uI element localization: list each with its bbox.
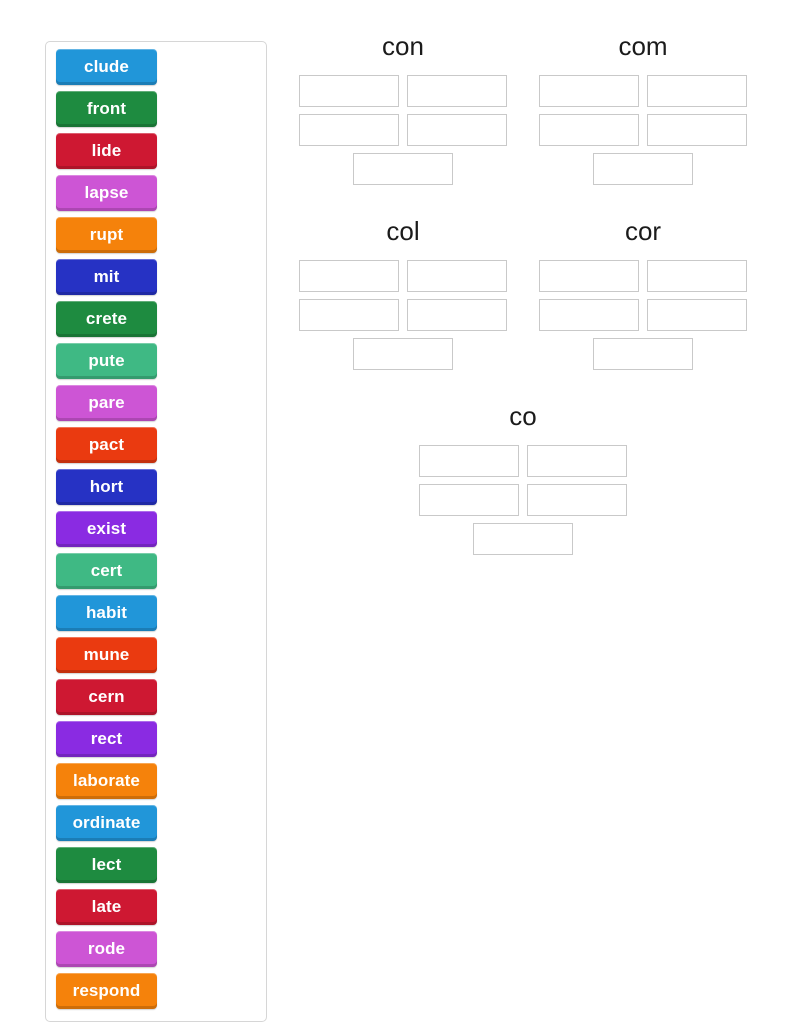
group-title-com: com bbox=[618, 31, 668, 61]
drop-slot-cor-3[interactable] bbox=[539, 299, 639, 331]
word-tile[interactable]: pare bbox=[56, 385, 157, 421]
word-tile[interactable]: clude bbox=[56, 49, 157, 85]
drop-slot-co-5[interactable] bbox=[473, 523, 573, 555]
drop-group-col: col bbox=[291, 218, 515, 370]
drop-slot-con-4[interactable] bbox=[407, 114, 507, 146]
word-tile[interactable]: late bbox=[56, 889, 157, 925]
slot-row bbox=[349, 338, 457, 370]
slot-row bbox=[295, 260, 511, 292]
drop-slot-col-5[interactable] bbox=[353, 338, 453, 370]
drop-slot-cor-2[interactable] bbox=[647, 260, 747, 292]
drop-group-co: co bbox=[411, 403, 635, 555]
drop-slot-co-1[interactable] bbox=[419, 445, 519, 477]
word-tile-tray: clude front lide lapse rupt mit crete pute pare p… bbox=[45, 41, 267, 1022]
drop-slot-com-2[interactable] bbox=[647, 75, 747, 107]
slot-row bbox=[535, 75, 751, 107]
slot-rows-col bbox=[291, 260, 515, 370]
slot-rows-com bbox=[531, 75, 755, 185]
word-tile[interactable]: rect bbox=[56, 721, 157, 757]
drop-slot-co-2[interactable] bbox=[527, 445, 627, 477]
slot-row bbox=[589, 338, 697, 370]
word-tile[interactable]: rode bbox=[56, 931, 157, 967]
group-title-col: col bbox=[386, 216, 420, 246]
group-title-cor: cor bbox=[624, 216, 662, 246]
drop-slot-con-3[interactable] bbox=[299, 114, 399, 146]
drop-slot-con-2[interactable] bbox=[407, 75, 507, 107]
word-tile[interactable]: laborate bbox=[56, 763, 157, 799]
slot-row bbox=[415, 484, 631, 516]
word-tile[interactable]: exist bbox=[56, 511, 157, 547]
slot-row bbox=[535, 114, 751, 146]
word-tile[interactable]: cern bbox=[56, 679, 157, 715]
drop-group-con: con bbox=[291, 33, 515, 185]
slot-row bbox=[349, 153, 457, 185]
slot-row bbox=[589, 153, 697, 185]
drop-slot-cor-1[interactable] bbox=[539, 260, 639, 292]
drop-slot-com-5[interactable] bbox=[593, 153, 693, 185]
drop-slot-con-5[interactable] bbox=[353, 153, 453, 185]
group-title-con: con bbox=[382, 31, 424, 61]
drop-group-com: com bbox=[531, 33, 755, 185]
slot-row bbox=[295, 75, 511, 107]
word-tile[interactable]: crete bbox=[56, 301, 157, 337]
drop-slot-col-1[interactable] bbox=[299, 260, 399, 292]
drop-slot-cor-4[interactable] bbox=[647, 299, 747, 331]
word-tile[interactable]: habit bbox=[56, 595, 157, 631]
word-tile[interactable]: ordinate bbox=[56, 805, 157, 841]
drop-slot-com-3[interactable] bbox=[539, 114, 639, 146]
word-tile[interactable]: respond bbox=[56, 973, 157, 1009]
slot-row bbox=[415, 445, 631, 477]
word-tile[interactable]: hort bbox=[56, 469, 157, 505]
drop-group-cor: cor bbox=[531, 218, 755, 370]
word-tile[interactable]: pact bbox=[56, 427, 157, 463]
drop-slot-co-3[interactable] bbox=[419, 484, 519, 516]
word-tile[interactable]: pute bbox=[56, 343, 157, 379]
slot-row bbox=[295, 114, 511, 146]
group-title-co: co bbox=[509, 401, 537, 431]
activity-stage: clude front lide lapse rupt mit crete pute pare p… bbox=[45, 33, 755, 1022]
tile-grid: clude front lide lapse rupt mit crete pute pare p… bbox=[53, 49, 259, 1015]
slot-rows-cor bbox=[531, 260, 755, 370]
word-tile[interactable]: lect bbox=[56, 847, 157, 883]
slot-rows-con bbox=[291, 75, 515, 185]
drop-slot-com-1[interactable] bbox=[539, 75, 639, 107]
drop-slot-co-4[interactable] bbox=[527, 484, 627, 516]
slot-row bbox=[469, 523, 577, 555]
word-tile[interactable]: front bbox=[56, 91, 157, 127]
slot-row bbox=[295, 299, 511, 331]
drop-slot-col-3[interactable] bbox=[299, 299, 399, 331]
drop-slot-col-4[interactable] bbox=[407, 299, 507, 331]
word-tile[interactable]: mit bbox=[56, 259, 157, 295]
drop-slot-cor-5[interactable] bbox=[593, 338, 693, 370]
word-tile[interactable]: lide bbox=[56, 133, 157, 169]
word-tile[interactable]: lapse bbox=[56, 175, 157, 211]
word-tile[interactable]: mune bbox=[56, 637, 157, 673]
slot-row bbox=[535, 260, 751, 292]
word-tile[interactable]: rupt bbox=[56, 217, 157, 253]
drop-slot-col-2[interactable] bbox=[407, 260, 507, 292]
drop-slot-com-4[interactable] bbox=[647, 114, 747, 146]
drop-slot-con-1[interactable] bbox=[299, 75, 399, 107]
slot-rows-co bbox=[411, 445, 635, 555]
slot-row bbox=[535, 299, 751, 331]
word-tile[interactable]: cert bbox=[56, 553, 157, 589]
